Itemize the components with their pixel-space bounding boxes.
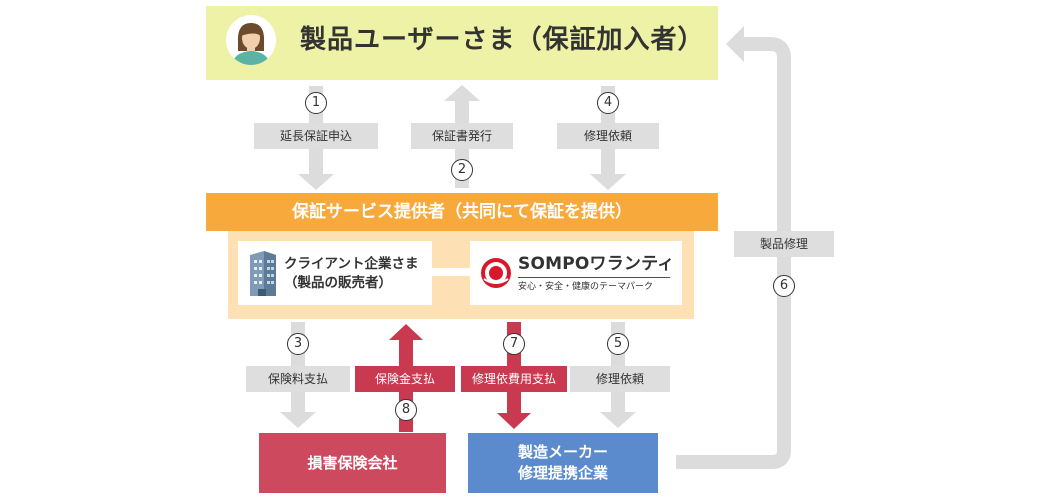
building-icon xyxy=(248,248,278,298)
product-user-title: 製品ユーザーさま（保証加入者） xyxy=(300,25,705,55)
step-8-number: 8 xyxy=(395,399,417,421)
sompo-divider xyxy=(518,277,670,278)
product-user-box xyxy=(206,6,718,80)
step-3-number: 3 xyxy=(287,333,309,355)
partner-connector xyxy=(430,268,474,276)
step-2-label: 保証書発行 xyxy=(411,123,513,149)
person-avatar-icon xyxy=(226,15,276,65)
sompo-warranty-name: SOMPOワランティ xyxy=(518,254,675,274)
insurance-company-box: 損害保険会社 xyxy=(259,433,446,493)
step-1-label: 延長保証申込 xyxy=(254,123,378,149)
step-5-number: 5 xyxy=(607,333,629,355)
step-1-number: 1 xyxy=(305,92,327,114)
sompo-logo-icon xyxy=(480,257,512,289)
step-7-label: 修理依費用支払 xyxy=(461,366,567,392)
step-4-label: 修理依頼 xyxy=(557,123,659,149)
warranty-provider-title: 保証サービス提供者（共同にて保証を提供） xyxy=(206,193,718,231)
sompo-tagline: 安心・安全・健康のテーマパーク xyxy=(518,282,654,292)
step-6-number: 6 xyxy=(773,275,795,297)
step-5-label: 修理依頼 xyxy=(570,366,670,392)
step-6-label: 製品修理 xyxy=(734,231,834,257)
step-7-number: 7 xyxy=(503,333,525,355)
client-company-line2: （製品の販売者） xyxy=(284,275,392,291)
manufacturer-line1: 製造メーカー xyxy=(517,443,608,461)
manufacturer-line2: 修理提携企業 xyxy=(517,464,608,482)
step-3-label: 保険料支払 xyxy=(246,366,350,392)
manufacturer-box: 製造メーカー 修理提携企業 xyxy=(468,433,658,493)
client-company-name: クライアント企業さま （製品の販売者） xyxy=(284,255,418,293)
step-8-label: 保険金支払 xyxy=(355,366,455,392)
step-2-number: 2 xyxy=(451,159,473,181)
client-company-line1: クライアント企業さま xyxy=(284,256,419,272)
step-4-number: 4 xyxy=(597,92,619,114)
